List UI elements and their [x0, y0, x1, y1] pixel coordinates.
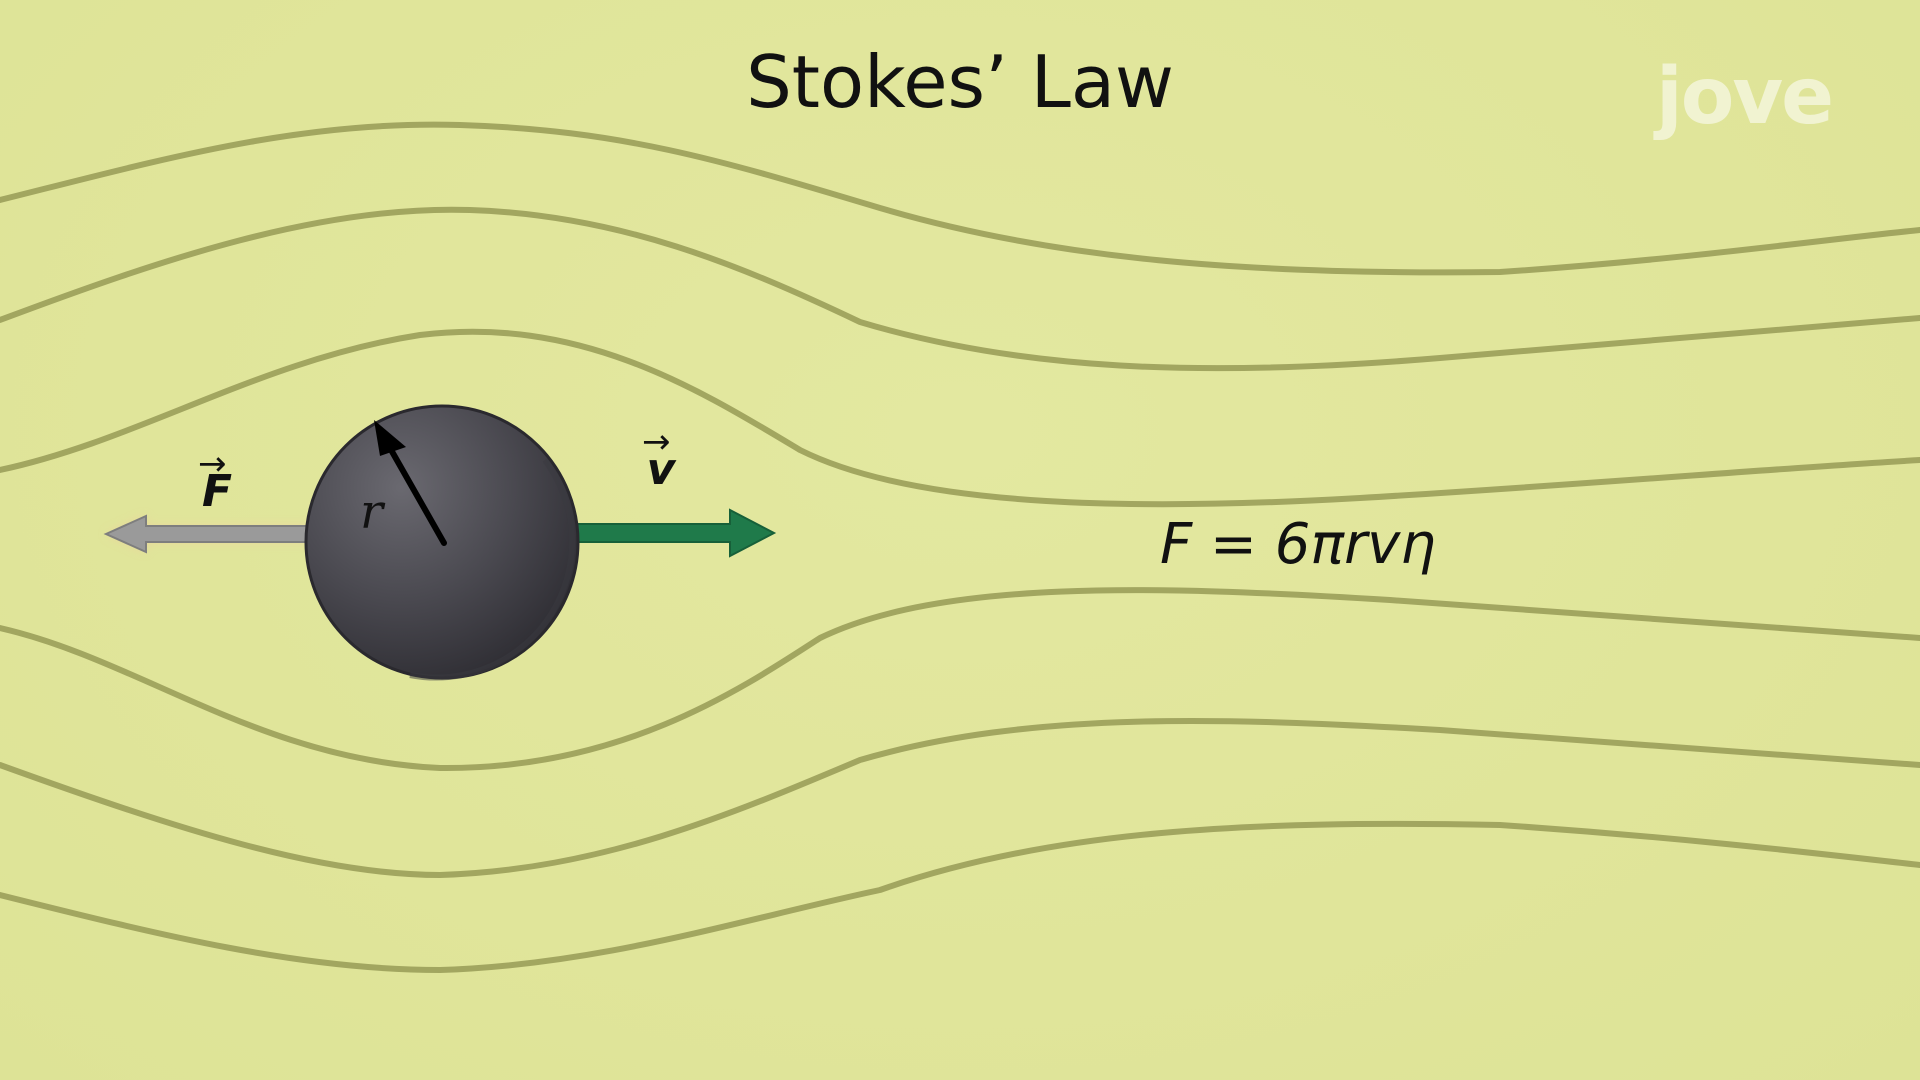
slide-title: Stokes’ Law [746, 40, 1174, 124]
streamline-1 [0, 121, 1920, 276]
velocity-symbol: v [646, 444, 676, 495]
velocity-arrow [574, 508, 777, 558]
vector-arrow-mark: → [642, 422, 671, 462]
streamline-4 [0, 587, 1920, 772]
streamline-3 [0, 328, 1920, 508]
force-label: → F [192, 444, 242, 517]
radius-label: r [360, 484, 383, 540]
jove-logo: jove [1656, 52, 1834, 142]
force-arrow [103, 514, 311, 554]
streamline-6 [0, 820, 1920, 974]
streamline-2 [0, 206, 1920, 372]
radius-arrow [374, 420, 447, 546]
velocity-label: → v [636, 422, 686, 495]
force-symbol: F [201, 466, 233, 517]
vector-arrow-mark: → [198, 444, 227, 484]
streamline-5 [0, 717, 1920, 879]
streamlines [0, 121, 1920, 974]
stokes-formula: F = 6πrvη [1160, 512, 1436, 577]
